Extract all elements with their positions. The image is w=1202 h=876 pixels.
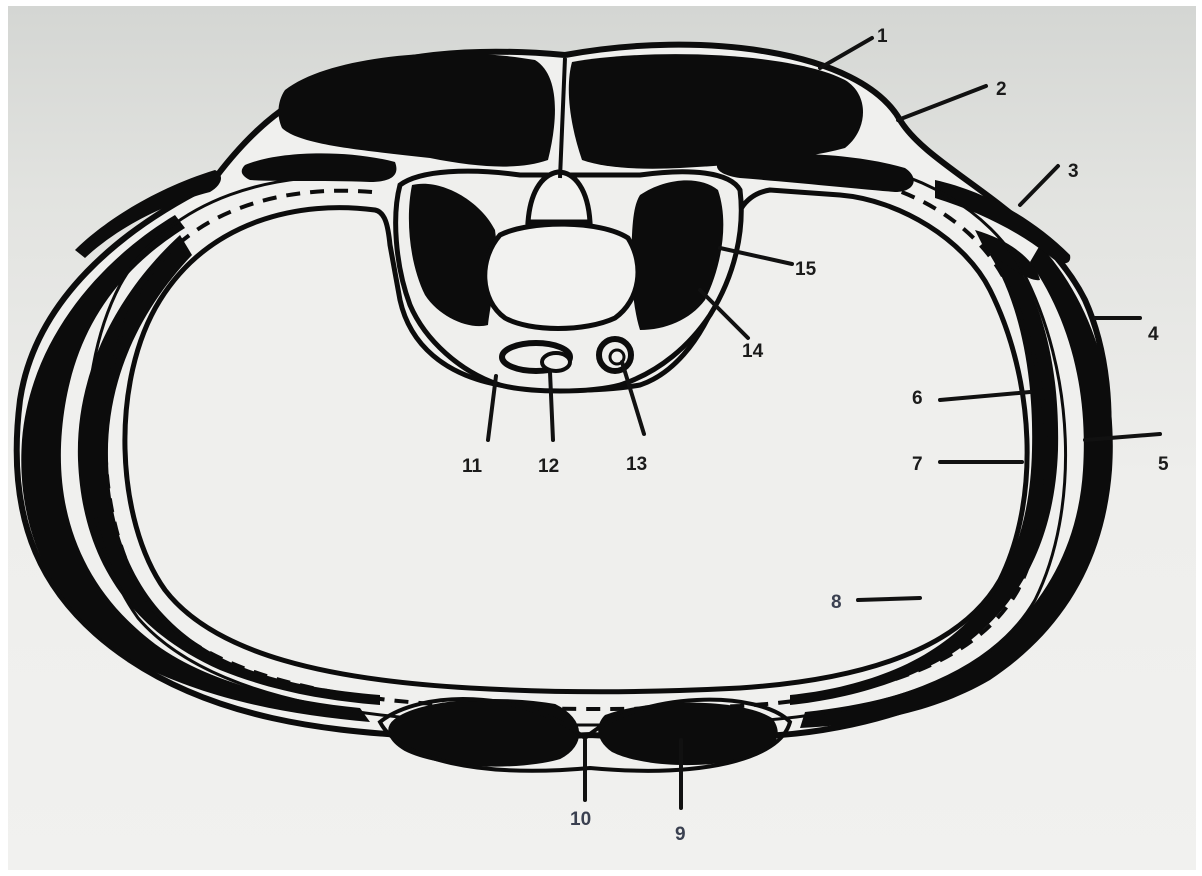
label-11: 11 <box>462 456 483 477</box>
leader-line-2 <box>898 86 986 120</box>
label-6: 6 <box>912 388 923 409</box>
label-8: 8 <box>831 592 842 613</box>
label-14: 14 <box>742 341 764 362</box>
leader-line-1 <box>820 38 872 68</box>
label-2: 2 <box>996 79 1007 100</box>
leader-line-8 <box>858 598 920 600</box>
label-1: 1 <box>877 26 888 47</box>
label-5: 5 <box>1158 454 1169 475</box>
label-3: 3 <box>1068 161 1079 182</box>
label-15: 15 <box>795 259 817 280</box>
label-12: 12 <box>538 456 559 477</box>
label-10: 10 <box>570 809 591 830</box>
left-rectus-muscle <box>389 700 578 766</box>
label-4: 4 <box>1148 324 1159 345</box>
label-13: 13 <box>626 454 647 475</box>
vertebral-body <box>485 224 638 328</box>
thoracic-duct <box>542 353 570 371</box>
label-7: 7 <box>912 454 923 475</box>
right-erector-spinae-muscle <box>569 54 863 169</box>
leader-line-3 <box>1020 166 1058 205</box>
label-9: 9 <box>675 824 686 845</box>
